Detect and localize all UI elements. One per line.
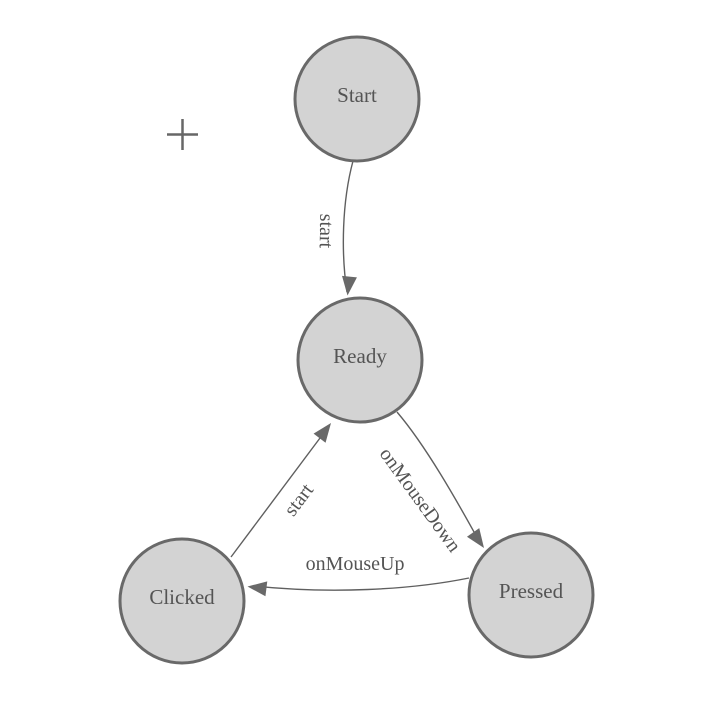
edge-path[interactable] [252, 577, 470, 591]
state-label: Ready [333, 344, 387, 368]
state-label: Pressed [499, 579, 564, 603]
arrowhead-icon [466, 528, 484, 548]
state-circle[interactable] [467, 531, 595, 659]
state-node-pressed[interactable]: Pressed [467, 531, 595, 659]
state-node-ready[interactable]: Ready [296, 296, 424, 424]
transition-label: start [315, 214, 338, 249]
transition-label: start [280, 479, 319, 520]
edge-path[interactable] [230, 429, 327, 558]
state-label: Clicked [149, 585, 215, 609]
state-label: Start [337, 83, 377, 107]
transition-label: onMouseDown [375, 444, 465, 557]
edge-path[interactable] [342, 160, 354, 293]
transition-pressed-to-clicked[interactable]: onMouseUp [247, 553, 470, 597]
state-node-clicked[interactable]: Clicked [118, 537, 246, 665]
state-node-start[interactable]: Start [293, 35, 421, 163]
arrowhead-icon [313, 423, 331, 443]
state-circle[interactable] [118, 537, 246, 665]
state-circle[interactable] [293, 35, 421, 163]
edge-path[interactable] [396, 411, 480, 542]
arrowhead-icon [247, 581, 268, 597]
arrowhead-icon [342, 275, 357, 296]
transition-label: onMouseUp [306, 553, 405, 575]
transition-clicked-to-ready[interactable]: start [230, 418, 337, 558]
state-circle[interactable] [296, 296, 424, 424]
transition-ready-to-pressed[interactable]: onMouseDown [375, 411, 490, 557]
crosshair-icon [167, 119, 198, 150]
transition-start-to-ready[interactable]: start [315, 160, 357, 296]
